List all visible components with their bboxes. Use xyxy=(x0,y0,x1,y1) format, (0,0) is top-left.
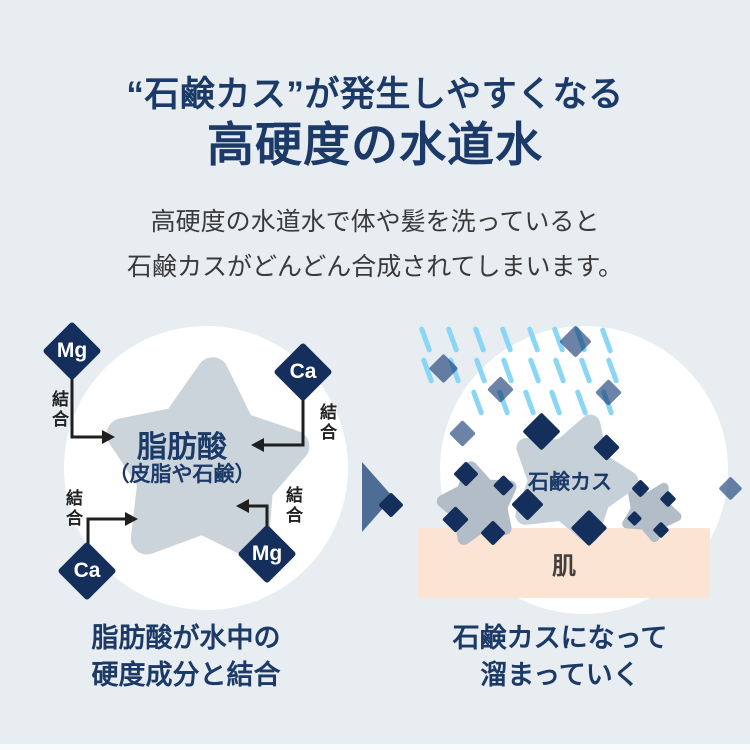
mineral-diamond-ca-bottomleft: Ca xyxy=(57,541,117,601)
left-caption: 脂肪酸が水中の 硬度成分と結合 xyxy=(26,620,346,694)
mineral-diamond-mg-topleft: Mg xyxy=(42,321,102,381)
fatty-acid-sublabel: （皮脂や石鹸） xyxy=(108,463,256,486)
bond-label: 結合 xyxy=(317,403,336,443)
left-caption-line-1: 脂肪酸が水中の xyxy=(91,623,281,653)
right-caption: 石鹸カスになって 溜まっていく xyxy=(400,620,720,694)
mineral-label: Mg xyxy=(56,339,88,362)
left-caption-line-2: 硬度成分と結合 xyxy=(91,660,281,690)
mineral-diamond-ca-topright: Ca xyxy=(273,342,333,402)
mineral-label: Mg xyxy=(251,542,283,565)
mineral-diamond-mg-bottomright: Mg xyxy=(237,524,297,584)
bond-label: 結合 xyxy=(49,390,68,430)
right-caption-line-2: 溜まっていく xyxy=(480,660,640,690)
bottom-edge xyxy=(0,744,750,750)
fatty-acid-label: 脂肪酸 xyxy=(137,431,227,464)
intro-line-1: 高硬度の水道水で体や髪を洗っていると xyxy=(150,208,600,236)
bond-label: 結合 xyxy=(63,489,82,529)
rain-stroke-icon xyxy=(472,325,487,354)
intro-text: 高硬度の水道水で体や髪を洗っていると 石鹸カスがどんどん合成されてしまいます。 xyxy=(0,200,750,290)
intro-line-2: 石鹸カスがどんどん合成されてしまいます。 xyxy=(126,253,623,281)
rain-stroke-icon xyxy=(499,325,514,354)
rain-stroke-icon xyxy=(445,325,460,354)
mineral-label: Ca xyxy=(289,360,317,383)
headline-main: 高硬度の水道水 xyxy=(207,118,543,171)
soap-scum-label: 石鹸カス xyxy=(528,471,612,494)
mineral-label: Ca xyxy=(73,559,101,582)
skin-label: 肌 xyxy=(552,553,576,580)
headline-sub: “石鹸カス”が発生しやすくなる xyxy=(126,75,624,114)
right-caption-line-1: 石鹸カスになって xyxy=(452,623,668,653)
rain-stroke-icon xyxy=(418,325,433,354)
bond-label: 結合 xyxy=(283,486,302,526)
